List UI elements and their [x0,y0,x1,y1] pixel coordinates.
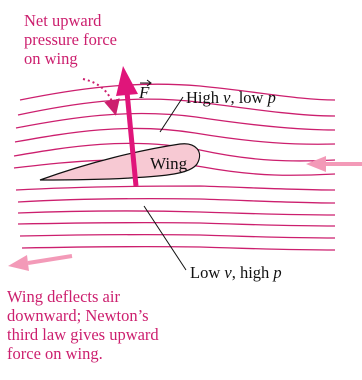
svg-text:F: F [138,83,150,102]
deflected-flow-arrow [8,255,72,271]
streamline [16,113,335,130]
streamline [20,84,335,100]
streamline [18,211,335,215]
high-v-label: High v, low p [186,88,276,107]
deflection-caption-line: downward; Newton’s [7,306,237,325]
deflection-caption-line: force on wing. [7,344,237,363]
force-symbol: F [138,80,151,102]
streamline [18,223,335,226]
streamline [18,199,335,203]
deflection-caption: Wing deflects air downward; Newton’s thi… [7,287,237,363]
streamline [20,235,335,238]
net-force-caption-line: pressure force [24,30,194,49]
wing-label: Wing [150,154,188,173]
deflection-caption-line: Wing deflects air [7,287,237,306]
net-force-caption-line: on wing [24,49,194,68]
net-force-caption-line: Net upward [24,11,194,30]
low-v-leader-line [144,206,186,270]
net-force-caption: Net upward pressure force on wing [24,11,194,68]
streamline [22,247,335,250]
low-v-label: Low v, high p [190,263,282,282]
streamline [16,186,335,190]
deflection-caption-line: third law gives upward [7,325,237,344]
incoming-flow-arrow [306,156,362,172]
streamline [15,128,335,144]
caption-pointer-icon [83,79,114,108]
